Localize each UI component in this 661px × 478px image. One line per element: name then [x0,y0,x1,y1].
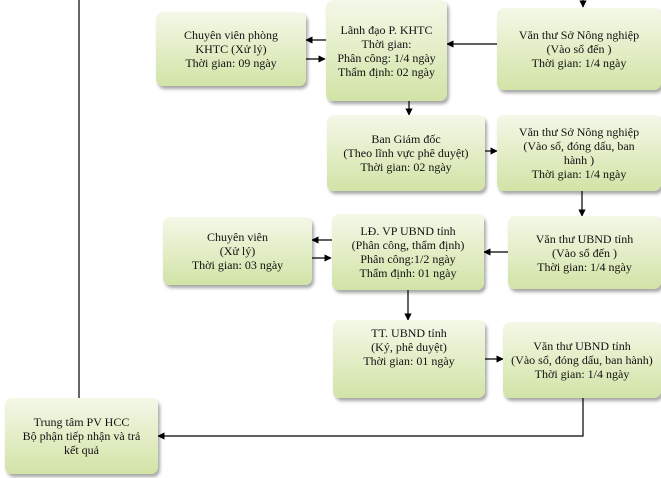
box-line: Thời gian: 1/4 ngày [531,56,627,70]
box-line: Thời gian: 01 ngày [363,354,455,368]
box-line: (Vào sổ đến ) [552,245,617,260]
box-ban-giam-doc: Ban Giám đốc (Theo lĩnh vực phê duyệt) T… [327,115,485,191]
box-van-thu-ubnd-ban-hanh: Văn thư UBND tỉnh (Vào sổ, đóng dấu, ban… [503,322,661,398]
box-line: kết quả [64,443,99,457]
box-line: Phân công:1/2 ngày [360,252,456,266]
box-line: Phân công: 1/4 ngày [337,50,436,65]
box-line: Thời gian: 1/4 ngày [534,367,630,381]
box-line: Thời gian: 09 ngày [185,56,277,70]
box-chuyen-vien-xu-ly: Chuyên viên (Xử lý) Thời gian: 03 ngày [163,217,312,285]
box-line: Thời gian: 1/4 ngày [531,167,627,181]
box-tt-ubnd: TT. UBND tỉnh (Ký, phê duyệt) Thời gian:… [333,320,485,398]
box-line: Lãnh đạo P. KHTC [340,22,433,37]
box-van-thu-so-nn-ban-hanh: Văn thư Sở Nông nghiệp (Vào sổ, đóng dấu… [497,115,661,191]
box-ld-vp-ubnd: LĐ. VP UBND tỉnh (Phân công, thẩm định) … [332,214,484,290]
box-lanh-dao-p-khtc: Lãnh đạo P. KHTC Thời gian: Phân công: 1… [326,0,447,101]
box-line: (Phân công, thẩm định) [351,238,465,252]
box-line: Bộ phận tiếp nhận và trả [22,429,141,443]
box-line: (Ký, phê duyệt) [371,340,447,354]
box-line: Thời gian: [361,36,412,51]
box-line: Văn thư Sở Nông nghiệp [518,125,640,139]
box-chuyen-vien-phong-khtc: Chuyên viên phòng KHTC (Xử lý) Thời gian… [156,12,306,86]
arrow-vanthuubnd2-to-trungtam [157,398,584,440]
box-line: Thời gian: 02 ngày [360,160,452,174]
box-line: (Vào sổ đến ) [546,42,612,56]
box-line: LĐ. VP UBND tỉnh [360,224,456,238]
box-line: Thẩm định: 01 ngày [359,266,457,280]
box-line: Thời gian: 03 ngày [191,258,284,272]
box-line: (Xử lý) [219,244,256,258]
box-line: hành ) [563,153,595,167]
box-line: KHTC (Xử lý) [195,42,267,56]
box-van-thu-ubnd-vao-so-den: Văn thư UBND tỉnh (Vào sổ đến ) Thời gia… [508,216,661,289]
box-line: Trung tâm PV HCC [33,415,130,429]
box-line: Văn thư Sở Nông nghiệp [518,28,640,42]
box-line: Văn thư UBND tỉnh [535,231,634,246]
box-line: (Theo lĩnh vực phê duyệt) [343,146,469,160]
box-line: Văn thư UBND tỉnh [533,339,631,353]
box-trung-tam-pv-hcc: Trung tâm PV HCC Bộ phận tiếp nhận và tr… [5,398,158,474]
box-line: Thời gian: 1/4 ngày [537,259,632,274]
box-line: (Vào sổ, đóng dấu, ban hành) [511,353,653,367]
box-line: Thẩm định: 02 ngày [338,64,435,79]
box-van-thu-so-nn-vao-so-den: Văn thư Sở Nông nghiệp (Vào sổ đến ) Thờ… [497,8,661,90]
box-line: (Vào sổ, đóng dấu, ban [523,139,635,153]
box-line: Chuyên viên phòng [184,28,278,42]
box-line: TT. UBND tỉnh [371,326,447,340]
box-line: Chuyên viên [207,230,268,244]
box-line: Ban Giám đốc [371,132,441,146]
